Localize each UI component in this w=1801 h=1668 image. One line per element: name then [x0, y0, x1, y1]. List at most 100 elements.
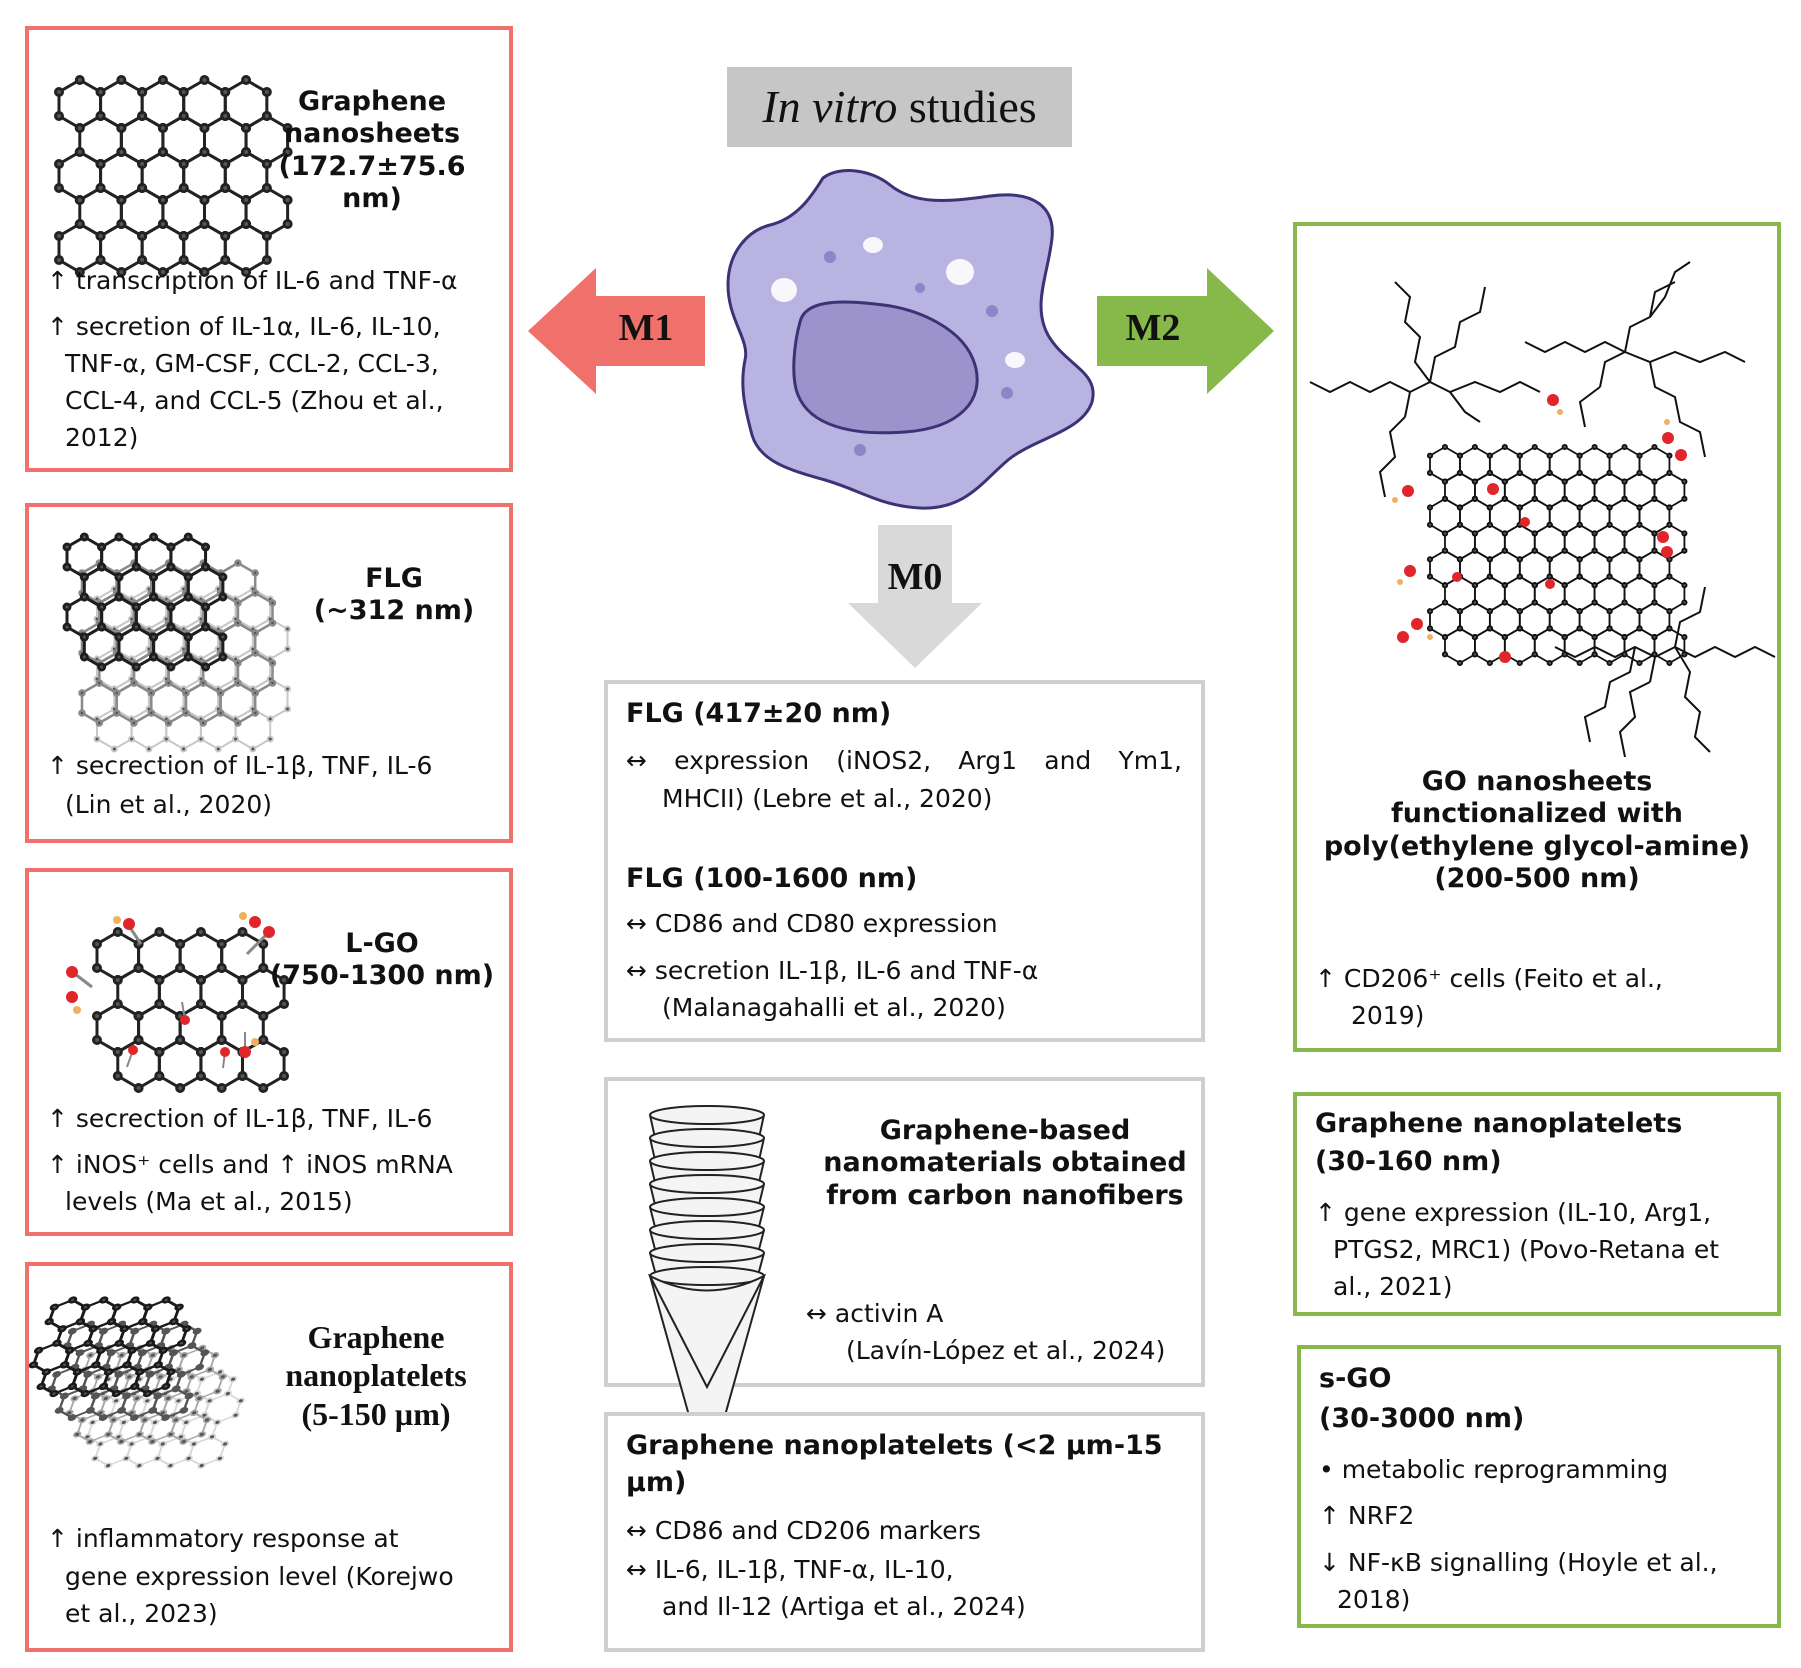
- carbon-atom: [1471, 599, 1478, 606]
- carbon-atom: [154, 1047, 165, 1057]
- carbon-atom: [1531, 547, 1538, 554]
- carbon-atom: [1486, 625, 1493, 632]
- carbon-atom: [1621, 478, 1628, 485]
- carbon-atom: [1426, 573, 1434, 580]
- carbon-atom: [1651, 599, 1658, 606]
- carbon-atom: [1591, 651, 1598, 658]
- effect-line: TNF-α, GM-CSF, CCL-2, CCL-3,: [65, 349, 439, 378]
- carbon-atom: [1561, 495, 1568, 502]
- carbon-atom: [1531, 582, 1538, 589]
- cone-rim: [649, 1174, 765, 1194]
- box-heading: FLG (100-1600 nm): [626, 863, 918, 894]
- hexagon-ring: [187, 1435, 227, 1467]
- carbon-atom: [241, 267, 252, 277]
- carbon-atom: [179, 1407, 189, 1414]
- carbon-atom: [178, 183, 189, 193]
- carbon-atom: [74, 267, 85, 277]
- carbon-atom: [261, 111, 272, 121]
- carbon-atom: [234, 619, 242, 627]
- carbon-atom: [1441, 599, 1449, 606]
- carbon-atom: [1486, 556, 1493, 563]
- carbon-atom: [1486, 504, 1493, 511]
- carbon-atom: [1591, 530, 1598, 537]
- carbon-atom: [135, 1431, 144, 1438]
- carbon-atom: [216, 1035, 227, 1045]
- carbon-atom: [1591, 634, 1598, 641]
- carbon-atom: [241, 195, 252, 205]
- carbon-atom: [258, 1011, 269, 1021]
- carbon-atom: [148, 1352, 157, 1359]
- carbon-atom: [97, 662, 107, 672]
- carbon-atom: [216, 709, 225, 717]
- title-line: (200-500 nm): [1434, 863, 1640, 895]
- m0-box-graphene-nanoplatelets: Graphene nanoplatelets (<2 µm-15 µm) ↔ C…: [604, 1412, 1205, 1652]
- m1-box-graphene-nanoplatelets: Graphene nanoplatelets (5-150 µm) ↑ infl…: [25, 1262, 513, 1652]
- carbon-atom: [1621, 634, 1628, 641]
- carbon-atom: [161, 1327, 171, 1335]
- carbon-atom: [183, 632, 193, 642]
- carbon-atom: [97, 542, 107, 552]
- carbon-atom: [157, 219, 168, 229]
- carbon-atom: [1441, 478, 1449, 485]
- title-line: poly(ethylene glycol-amine): [1323, 830, 1751, 862]
- carbon-atom: [1471, 495, 1478, 502]
- carbon-atom: [1546, 521, 1553, 528]
- carbon-atom: [97, 562, 107, 572]
- carbon-atom: [114, 592, 124, 602]
- hexagon-ring: [75, 1411, 115, 1443]
- carbon-atom: [1576, 469, 1583, 476]
- carbon-atom: [49, 1390, 59, 1398]
- m0-arrow: [848, 525, 982, 668]
- carbon-atom: [199, 267, 210, 277]
- carbon-atom: [62, 622, 72, 632]
- carbon-atom: [1486, 452, 1493, 459]
- hexagon-ring: [1653, 627, 1686, 665]
- carbon-atom: [1681, 495, 1688, 502]
- carbon-atom: [1441, 530, 1449, 537]
- carbon-atom: [179, 1352, 189, 1359]
- carbon-atom: [1561, 478, 1568, 485]
- carbon-atom: [1621, 582, 1628, 589]
- carbon-atom: [148, 1407, 158, 1414]
- carbon-atom: [241, 147, 252, 157]
- carbon-atom: [201, 662, 211, 672]
- carbon-atom: [192, 1327, 202, 1335]
- carbon-atom: [119, 1325, 130, 1333]
- carbon-atom: [112, 999, 123, 1009]
- carbon-atom: [199, 123, 210, 133]
- carbon-atom: [187, 1342, 197, 1350]
- cell-nucleus: [792, 300, 979, 435]
- carbon-atom: [133, 963, 144, 973]
- carbon-atom: [176, 1339, 187, 1347]
- carbon-atom: [201, 562, 211, 572]
- box-heading: (30-160 nm): [1315, 1146, 1502, 1177]
- carbon-atom: [199, 195, 210, 205]
- carbon-atom: [1636, 556, 1643, 563]
- carbon-atom: [1486, 521, 1493, 528]
- carbon-atom: [1576, 556, 1583, 563]
- carbon-atom: [145, 1339, 156, 1347]
- carbon-atom: [1501, 547, 1508, 554]
- carbon-atom: [157, 75, 168, 85]
- carbon-atom: [164, 1395, 173, 1402]
- carbon-atom: [195, 999, 206, 1009]
- carbon-atom: [1666, 573, 1673, 580]
- carbon-atom: [79, 632, 89, 642]
- carbon-atom: [91, 1392, 100, 1400]
- carbon-atom: [135, 1368, 145, 1376]
- carbon-atom: [220, 255, 231, 265]
- carbon-atom: [195, 927, 206, 937]
- carbon-atom: [109, 1416, 118, 1424]
- carbon-atom: [166, 542, 176, 552]
- carbon-atom: [1606, 452, 1613, 459]
- hexagon-ring: [1444, 627, 1476, 665]
- carbon-atom: [284, 705, 292, 713]
- carbon-atom: [98, 1414, 108, 1422]
- lgo-oxidized-icon: [66, 912, 290, 1093]
- m0-box-carbon-nanofibers: Graphene-based nanomaterials obtained fr…: [604, 1077, 1205, 1484]
- carbon-atom: [137, 183, 148, 193]
- carbon-atom: [1606, 469, 1613, 476]
- carbon-atom: [197, 735, 205, 743]
- m1-box-lgo: L-GO (750-1300 nm) ↑ secrection of IL-1β…: [25, 868, 513, 1236]
- carbon-atom: [78, 689, 86, 697]
